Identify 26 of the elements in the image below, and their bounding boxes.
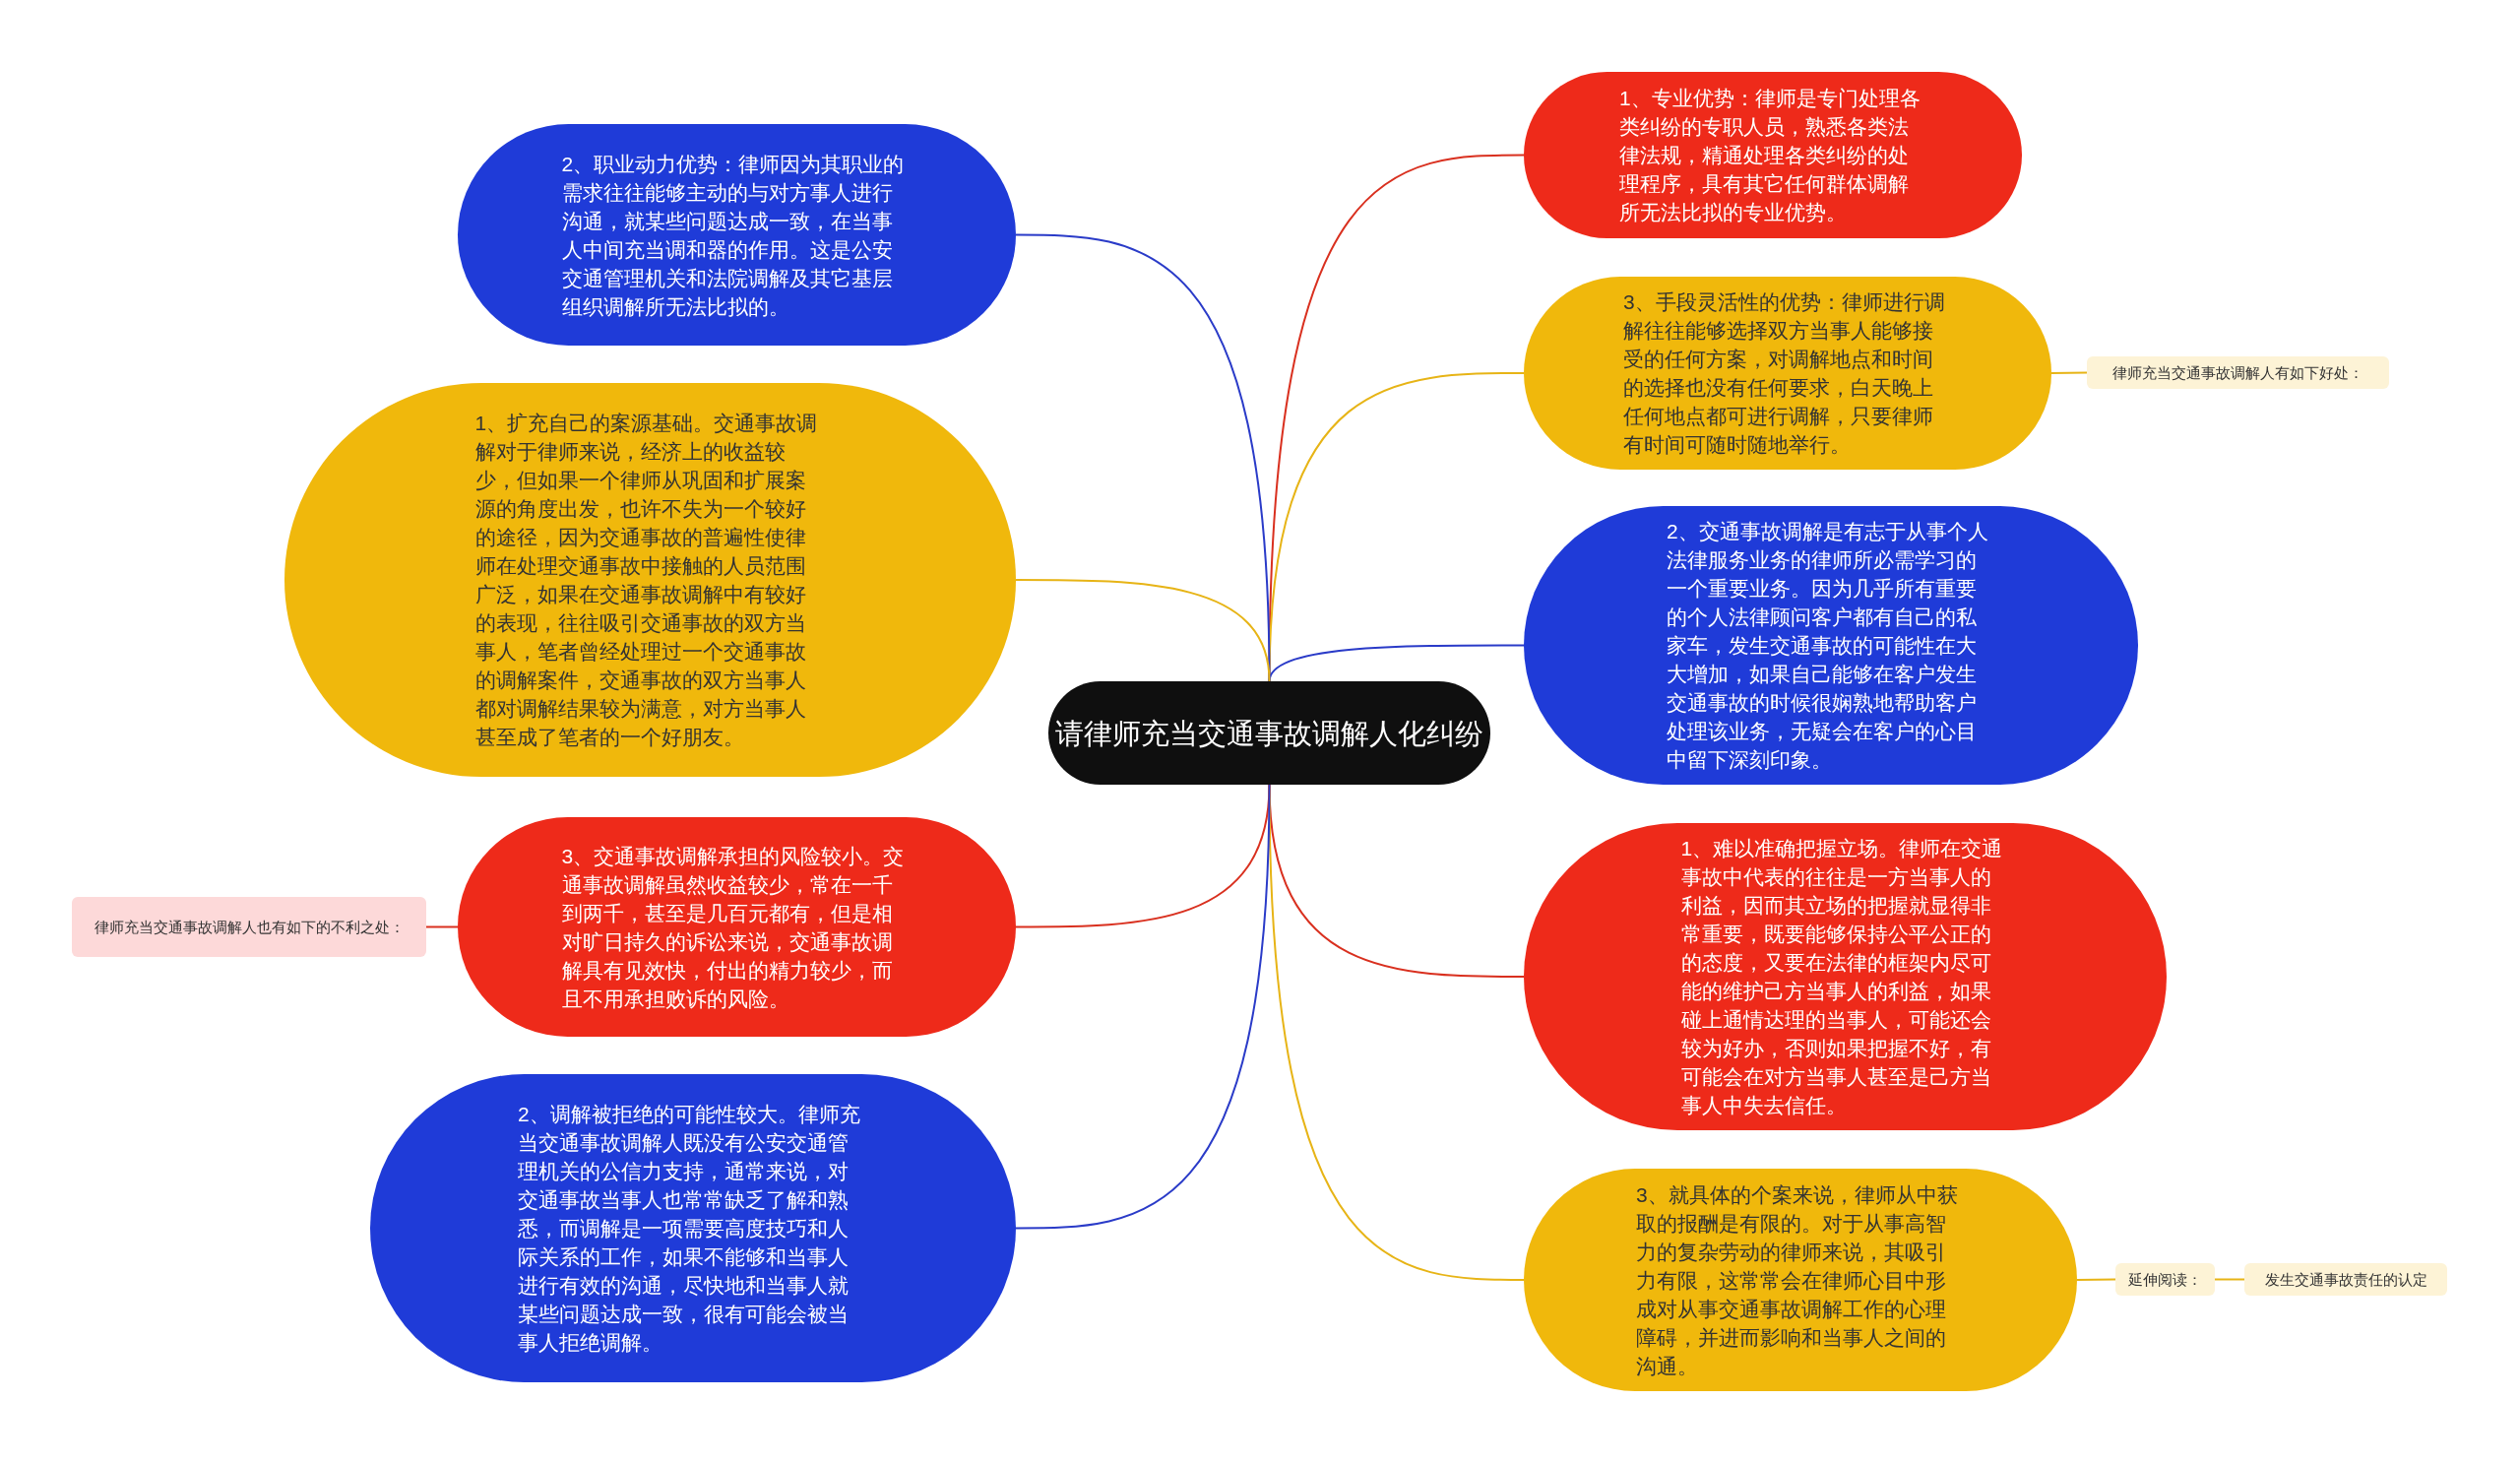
topic-text: 1、难以准确把握立场。律师在交通事故中代表的往往是一方当事人的利益，因而其立场的把握就显得非常重要，既要能够保持公平公正的的态度，又要在法律的框架内尽可能的维护己方当事人的利益，如果碰上通情达理的当事人，可能还会较为好办，否则如果把握不好，有可能会在对方当事人甚至是己方当事人中失去信任。 <box>1680 836 2004 1118</box>
connector-line <box>1015 579 1271 682</box>
topic-text: 2、交通事故调解是有志于从事个人法律服务业务的律师所必需学习的一个重要业务。因为几乎所有重要的个人法律顾问客户都有自己的私家车，发生交通事故的可能性在大大增加，如果自己能够在客户发生交通事故的时候很娴熟地帮助客户处理该业务，无疑会在客户的心目中留下深刻印象。 <box>1667 519 1989 773</box>
tag-label-box <box>2115 1263 2215 1296</box>
tag-label-box <box>72 897 426 957</box>
connector-line <box>1268 644 1525 682</box>
topic-text: 律师充当交通事故调解人也有如下的不利之处： <box>94 917 405 937</box>
topic-text: 2、调解被拒绝的可能性较大。律师充当交通事故调解人既没有公安交通管理机关的公信力支持，通常来说，对交通事故当事人也常常缺乏了解和熟悉，而调解是一项需要高度技巧和人际关系的工作，如果不能够和当事人进行有效的沟通，尽快地和当事人就某些问题达成一致，很有可能会被当事人拒绝调解。 <box>518 1102 861 1356</box>
topic-text: 3、交通事故调解承担的风险较小。交通事故调解虽然收益较少，常在一千到两千，甚至是几百元都有，但是相对旷日持久的诉讼来说，交通事故调解具有见效快，付出的精力较少，而且不用承担败诉的风险。 <box>561 843 906 1012</box>
topic-text: 3、就具体的个案来说，律师从中获取的报酬是有限的。对于从事高智力的复杂劳动的律师来说，其吸引力有限，这常常会在律师心目中形成对从事交通事故调解工作的心理障碍，并进而影响和当事人之间的沟通。 <box>1636 1181 1959 1379</box>
topic-text: 1、专业优势：律师是专门处理各类纠纷的专职人员，熟悉各类法律法规，精通处理各类纠纷的处理程序，具有其它任何群体调解所无法比拟的专业优势。 <box>1619 86 1922 225</box>
topic-text: 发生交通事故责任的认定 <box>2264 1269 2427 1290</box>
connector-line <box>2050 371 2088 374</box>
connector-line <box>425 925 459 928</box>
connector-line <box>2214 1278 2245 1281</box>
topic-text: 律师充当交通事故调解人有如下好处： <box>2112 362 2363 383</box>
connector-line <box>2076 1278 2116 1281</box>
topic-text: 1、扩充自己的案源基础。交通事故调解对于律师来说，经济上的收益较少，但如果一个律师从巩固和扩展案源的角度出发，也许不失为一个较好的途径，因为交通事故的普遍性使律师在处理交通事故中接触的人员范围广泛，如果在交通事故调解中有较好的表现，往往吸引交通事故的双方当事人，笔者曾经处理过一个交通事故的调解案件，交通事故的双方当事人都对调解结果较为满意，对方当事人甚至成了笔者的一个好朋友。 <box>474 411 819 750</box>
topic-text: 2、职业动力优势：律师因为其职业的需求往往能够主动的与对方事人进行沟通，就某些问题达成一致，在当事人中间充当调和器的作用。这是公安交通管理机关和法院调解及其它基层组织调解所无法比拟的。 <box>561 151 906 320</box>
central-topic-text: 请律师充当交通事故调解人化纠纷 <box>1055 716 1483 751</box>
topic-text: 延伸阅读： <box>2128 1269 2202 1290</box>
tag-label-box <box>2087 356 2389 389</box>
tag-label-box <box>2244 1263 2447 1296</box>
connector-line <box>1268 784 1525 1281</box>
connector-line <box>1015 784 1271 1230</box>
topic-text: 3、手段灵活性的优势：律师进行调解往往能够选择双方当事人能够接受的任何方案，对调解地点和时间的选择也没有任何要求，白天晚上任何地点都可进行调解，只要律师有时间可随时随地举行。 <box>1623 289 1946 458</box>
